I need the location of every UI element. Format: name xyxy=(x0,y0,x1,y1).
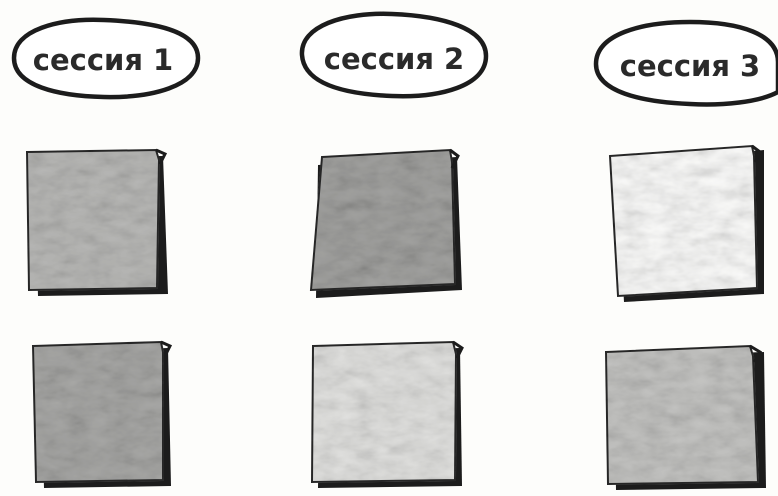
sticky-note xyxy=(33,342,171,488)
session-label-text: сессия 2 xyxy=(324,42,464,76)
sticky-note xyxy=(312,342,462,488)
note-body xyxy=(610,146,757,296)
sticky-note xyxy=(311,150,462,298)
session-column-2: сессия 2 xyxy=(302,14,486,488)
session-label-text: сессия 1 xyxy=(33,43,173,77)
session-label-text: сессия 3 xyxy=(620,49,760,83)
session-column-3: сессия 3 xyxy=(596,22,778,490)
session-label-1: сессия 1 xyxy=(14,20,198,97)
sticky-note xyxy=(610,146,764,302)
note-body xyxy=(27,150,159,290)
note-body xyxy=(311,150,455,290)
note-body xyxy=(312,342,456,482)
note-body xyxy=(33,342,163,482)
note-body xyxy=(606,346,758,484)
session-label-2: сессия 2 xyxy=(302,14,486,96)
sticky-note xyxy=(27,150,168,296)
session-column-1: сессия 1 xyxy=(14,20,198,488)
sticky-note xyxy=(606,346,766,490)
session-label-3: сессия 3 xyxy=(596,22,778,105)
